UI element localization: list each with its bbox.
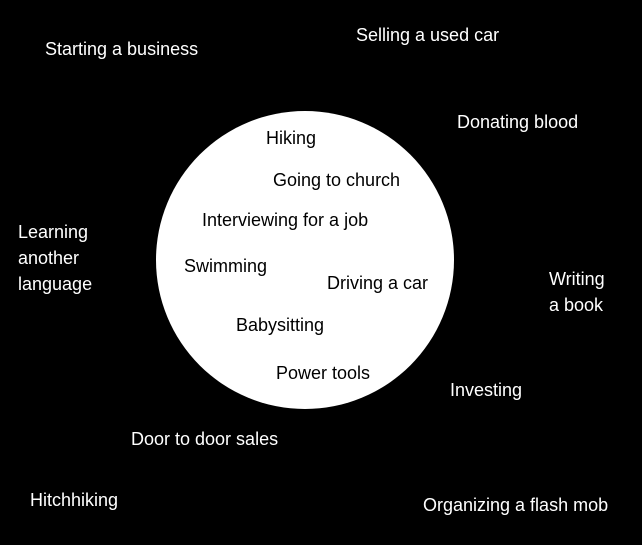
label-donating-blood: Donating blood xyxy=(457,112,579,132)
label-starting-a-business: Starting a business xyxy=(45,39,199,59)
label-hitchhiking: Hitchhiking xyxy=(30,490,119,510)
label-selling-a-used-car: Selling a used car xyxy=(356,25,500,45)
label-interviewing-for-a-job: Interviewing for a job xyxy=(202,210,369,230)
label-door-to-door-sales: Door to door sales xyxy=(131,429,279,449)
label-swimming: Swimming xyxy=(184,256,268,276)
label-investing: Investing xyxy=(450,380,523,400)
label-hiking: Hiking xyxy=(266,128,317,148)
label-going-to-church: Going to church xyxy=(273,170,401,190)
label-writing-a-book: Writing a book xyxy=(549,269,605,315)
label-learning-another-language: Learning another language xyxy=(18,222,93,294)
label-organizing-a-flash-mob: Organizing a flash mob xyxy=(423,495,609,515)
label-driving-a-car: Driving a car xyxy=(327,273,429,293)
label-babysitting: Babysitting xyxy=(236,315,325,335)
label-power-tools: Power tools xyxy=(276,363,371,383)
comfort-zone-circle xyxy=(156,111,454,409)
